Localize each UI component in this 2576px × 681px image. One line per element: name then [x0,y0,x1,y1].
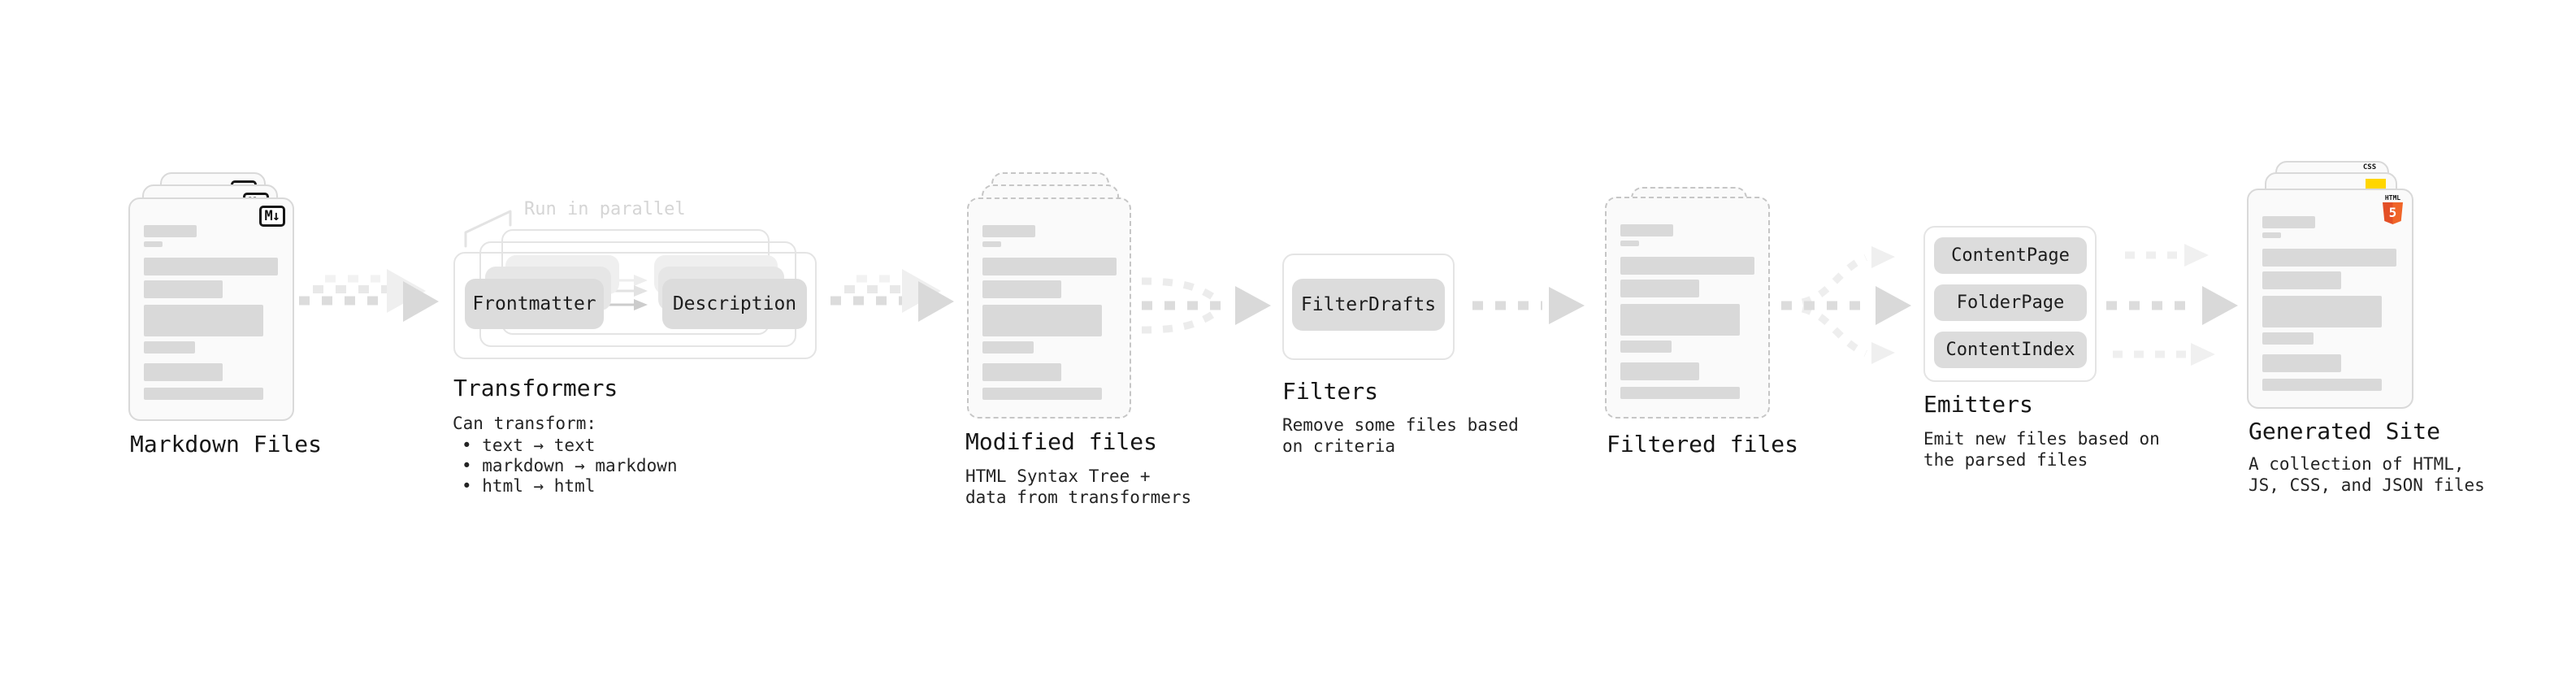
js-badge [2366,179,2386,190]
text-line-bar [144,341,195,354]
html5-five: 5 [2388,205,2397,220]
arrowhead [902,269,941,313]
contentindex-pill: ContentIndex [1934,332,2087,368]
arrow-filtered-to-emitters-diverge [1781,246,1911,364]
arrowhead [2184,244,2209,267]
text-line-bar [2262,232,2281,238]
run-in-parallel-label: Run in parallel [524,199,686,219]
modified-doc-front [967,197,1131,419]
text-line-bar [1620,241,1639,246]
text-line-bar [2262,379,2382,391]
text-line-bar [1620,224,1673,236]
text-line-bar [144,225,197,237]
html5-shield: 5 [2383,202,2403,224]
text-line-bar [1620,387,1740,399]
transformers-heading: Transformers [453,375,618,401]
arrow-modified-to-filters-converge [1141,277,1271,334]
arrowhead [403,281,439,322]
text-line-bar [982,341,1034,354]
arrowhead [1235,286,1271,325]
text-line-bar [982,225,1035,237]
text-line-bar [1620,362,1699,380]
bullet-item: • text → text [462,436,596,455]
modified-files-subtext: HTML Syntax Tree + data from transformer… [965,466,1192,507]
transformer-box-front [453,252,817,359]
text-line-bar [2262,354,2341,372]
filters-heading: Filters [1282,378,1379,405]
arrow-markdown-to-transformers [299,269,439,322]
generated-doc-front: HTML 5 [2247,189,2413,409]
arrowhead [918,281,954,322]
curved-dashed-line [1801,254,1867,306]
text-line-bar [982,305,1102,336]
emitters-heading: Emitters [1923,391,2033,418]
text-line-bar [982,258,1117,275]
text-line-bar [2262,296,2382,327]
transformers-bullet-list: • text → text • markdown → markdown • ht… [462,436,678,497]
text-line-bar [144,388,263,400]
filterdrafts-pill: FilterDrafts [1292,279,1445,331]
curved-dashed-line [1141,308,1220,334]
folderpage-pill: FolderPage [1934,284,2087,321]
arrow-emitters-to-generated [2106,244,2238,366]
text-line-bar [1620,257,1754,275]
text-line-bar [144,280,223,298]
filters-box [1282,254,1455,360]
arrowhead [1871,342,1895,364]
text-line-bar [982,280,1061,298]
arrow-filters-to-filtered [1472,287,1585,324]
text-line-bar [982,388,1102,400]
modified-files-label: Modified files [965,428,1158,455]
text-line-bar [1620,340,1672,353]
text-line-bar [2262,332,2314,345]
arrowhead [1549,287,1585,324]
frontmatter-pill: Frontmatter [465,279,604,329]
html5-icon-text: HTML [2384,194,2401,202]
emitters-subtext: Emit new files based on the parsed files [1923,429,2160,470]
text-line-bar [982,241,1001,247]
arrowhead [1871,246,1895,268]
markdown-doc-front: M↓ [128,197,294,421]
html5-icon: HTML 5 [2382,194,2404,224]
description-pill: Description [662,279,807,329]
arrowhead [387,269,426,313]
text-line-bar [144,363,223,381]
filtered-doc-front [1605,197,1770,419]
arrowhead [2191,343,2215,366]
generated-site-subtext: A collection of HTML, JS, CSS, and JSON … [2249,454,2485,495]
text-line-bar [144,305,263,336]
text-line-bar [144,258,278,275]
text-line-bar [2262,249,2396,267]
text-line-bar [2262,271,2341,289]
contentpage-pill: ContentPage [1934,237,2087,274]
text-line-bar [144,241,163,247]
markdown-files-label: Markdown Files [130,431,323,458]
arrowhead [2202,286,2238,325]
text-line-bar [2262,216,2315,228]
text-line-bar [982,363,1061,381]
bullet-item: • markdown → markdown [462,456,678,475]
markdown-icon: M↓ [258,206,285,227]
arrowhead [1876,286,1911,325]
filters-subtext: Remove some files based on criteria [1282,415,1519,456]
emitters-box [1923,226,2097,382]
generated-site-label: Generated Site [2249,418,2441,445]
curved-dashed-line [1141,277,1220,303]
filtered-files-label: Filtered files [1607,431,1799,458]
text-line-bar [1620,304,1740,336]
curved-dashed-line [1801,305,1867,358]
arrow-transformers-to-modified [830,269,954,322]
transformers-subheading: Can transform: [453,414,597,433]
css-badge-label: CSS [2362,163,2377,171]
bullet-item: • html → html [462,476,596,496]
text-line-bar [1620,280,1699,297]
